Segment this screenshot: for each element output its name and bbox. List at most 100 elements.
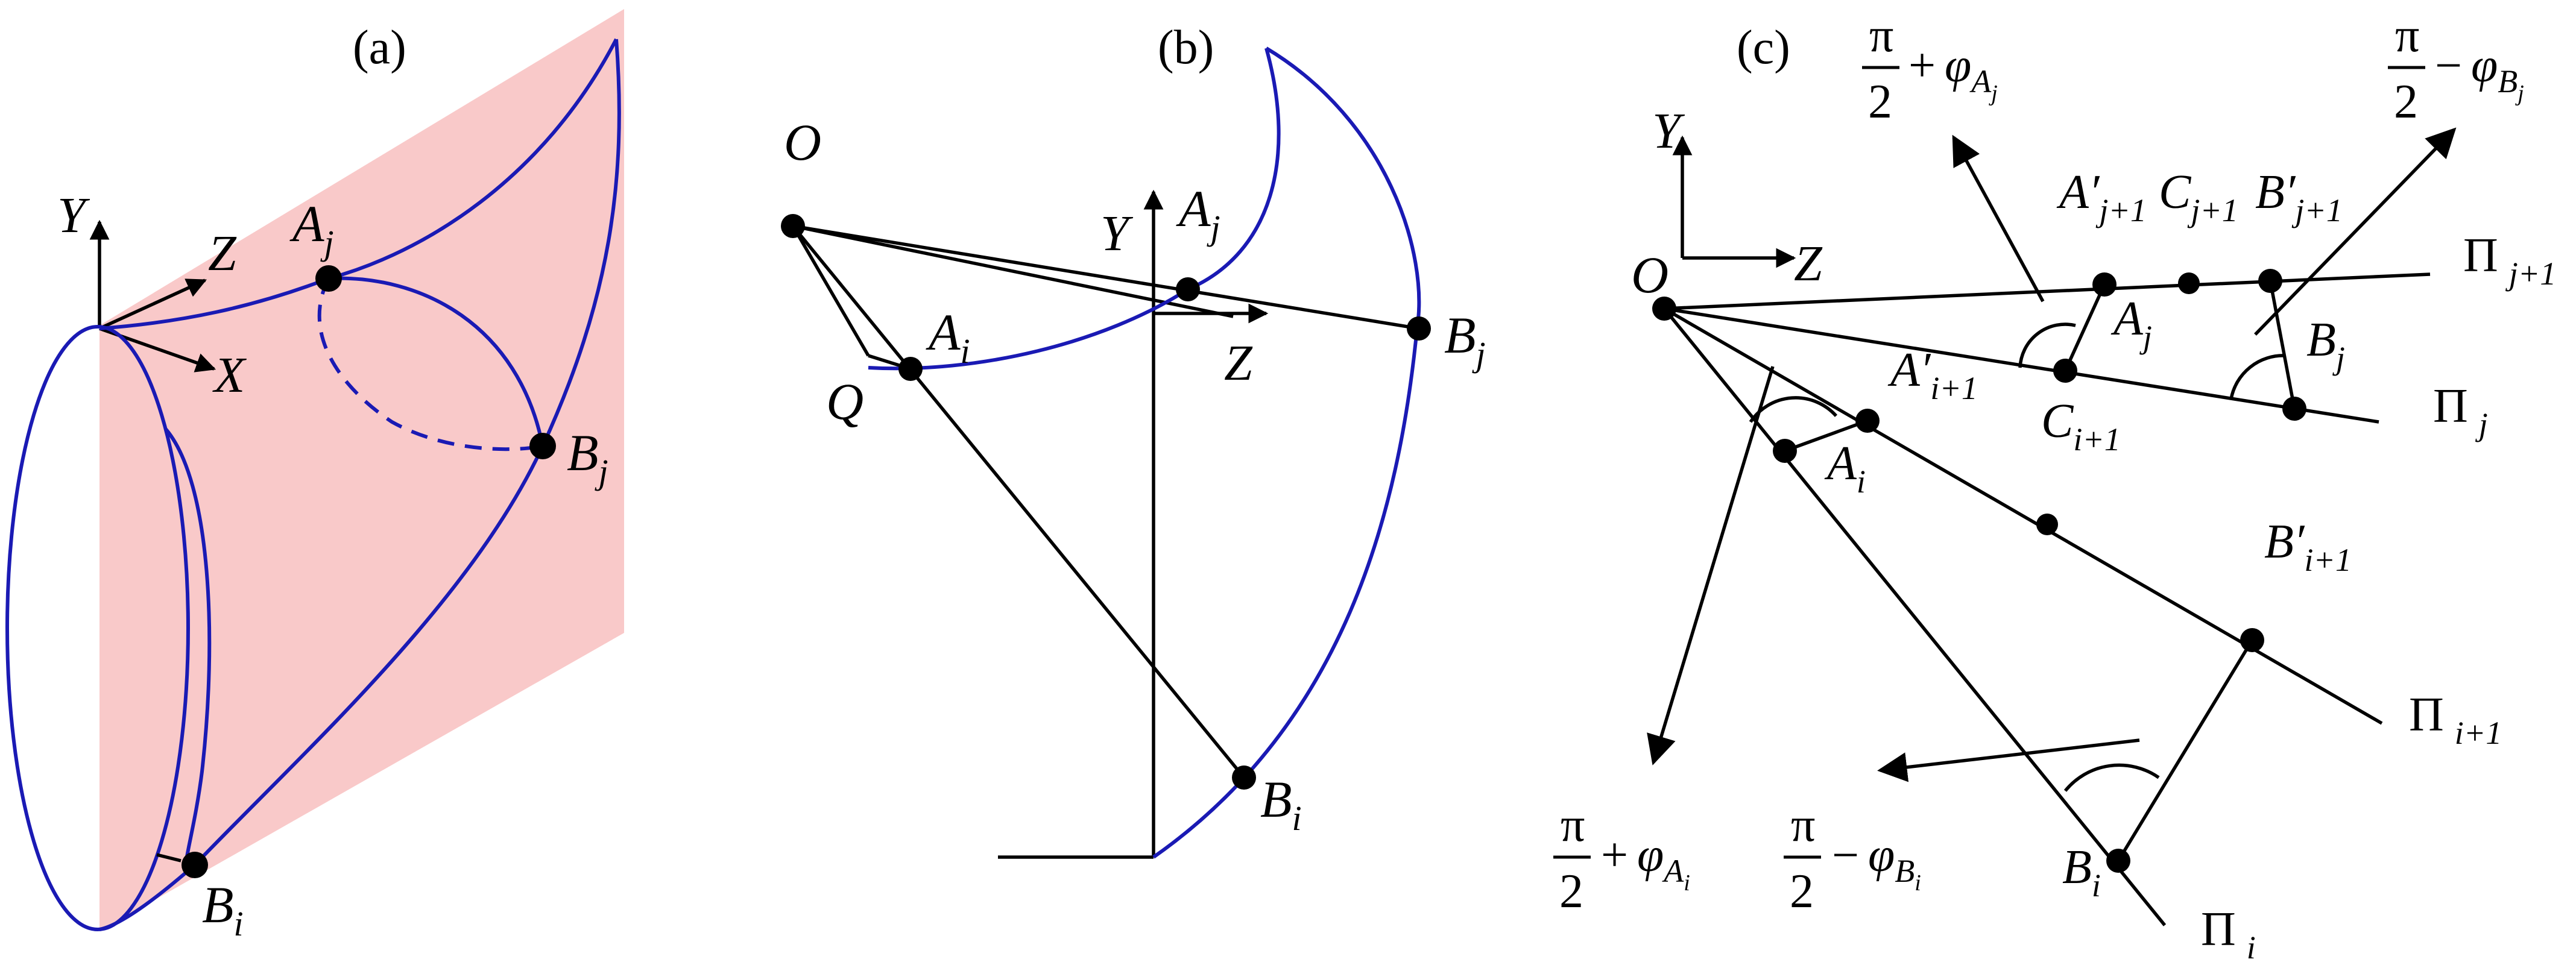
- svg-text:−: −: [1832, 829, 1859, 882]
- seg-aj-ci1: [2063, 283, 2106, 372]
- svg-text:2: 2: [2394, 75, 2418, 128]
- label-bp-j1: B′j+1: [2255, 166, 2343, 228]
- angle-label-bottom-left: π 2 + φAi: [1553, 799, 1690, 918]
- label-bi: Bi: [1260, 770, 1302, 838]
- svg-text:π: π: [1561, 799, 1585, 852]
- label-c-i1: Ci+1: [2041, 395, 2121, 457]
- angle-label-top-left: π 2 + φAj: [1862, 9, 1998, 128]
- label-ap-j1: A′j+1: [2056, 166, 2147, 228]
- svg-text:2: 2: [1559, 865, 1583, 918]
- line-o-bj: [792, 224, 1419, 330]
- label-ai: Ai: [1824, 437, 1866, 500]
- upper-curve: [99, 38, 618, 330]
- seg-bj: [2268, 280, 2296, 409]
- label-aj: Aj: [2110, 292, 2152, 355]
- label-bj: Bj: [1444, 306, 1486, 374]
- line-o-z: [792, 224, 1234, 318]
- point-bi: [2106, 849, 2130, 873]
- label-bp-i1: B′i+1: [2264, 515, 2352, 578]
- point-api1: [1855, 409, 1880, 433]
- svg-text:φBj: φBj: [2471, 39, 2524, 106]
- axis-label-z: Z: [208, 225, 237, 281]
- point-ai: [898, 357, 923, 381]
- axis-label-x: X: [212, 347, 247, 403]
- svg-text:π: π: [2395, 9, 2419, 62]
- arrow-aj: [1952, 134, 2045, 303]
- label-o: O: [784, 113, 821, 171]
- label-c-j1: Cj+1: [2159, 166, 2238, 228]
- point-bj: [1407, 316, 1431, 341]
- plane-pi-i1: [1663, 307, 2383, 725]
- axis-label-y: Y: [1100, 206, 1134, 262]
- axis-label-z: Z: [1224, 335, 1253, 391]
- label-aj: Aj: [289, 195, 334, 262]
- axis-label-z: Z: [1794, 236, 1823, 292]
- panel-label-b: (b): [1158, 21, 1214, 74]
- svg-text:+: +: [1908, 39, 1936, 92]
- svg-text:2: 2: [1790, 865, 1814, 918]
- line-o-q: [791, 225, 870, 357]
- angle-arc-aj: [2018, 322, 2076, 368]
- point-aj: [2092, 272, 2117, 297]
- arrow-ai: [1647, 366, 1775, 766]
- line-o-bi: [791, 225, 1246, 779]
- point-o: [1652, 297, 1676, 321]
- label-bi: Bi: [202, 876, 244, 943]
- plane-pi-j1: [1664, 272, 2431, 310]
- point-bj: [2282, 397, 2306, 421]
- panel-label-a: (a): [353, 21, 406, 74]
- svg-text:−: −: [2435, 39, 2462, 92]
- base-ellipse: [5, 325, 190, 931]
- point-bi: [182, 852, 208, 878]
- axis-label-y: Y: [57, 187, 90, 244]
- right-curve: [99, 39, 621, 931]
- seg-bi: [2117, 639, 2254, 862]
- panel-b: (b) Y Z O Q Ai Aj Bj Bi: [781, 21, 1486, 859]
- svg-text:φBi: φBi: [1868, 829, 1921, 896]
- aj-bj-dashed: [317, 277, 543, 451]
- label-aj: Aj: [1176, 180, 1220, 247]
- panel-c: (c) Y Z O A′j+1 Cj+1 B′j+1 Aj Bj A′i+1 C…: [1553, 9, 2556, 962]
- axis-z: [98, 278, 207, 330]
- point-mid: [2036, 514, 2058, 535]
- axis-label-y: Y: [1652, 103, 1685, 159]
- panel-a: (a) Y Z X Aj Bj Bi: [5, 9, 624, 943]
- plane-fill: [99, 9, 624, 931]
- point-bpj1: [2258, 269, 2282, 293]
- point-bpi1: [2240, 628, 2264, 652]
- angle-label-top-right: π 2 − φBj: [2388, 9, 2524, 128]
- plane-pi-i: [1662, 307, 2167, 926]
- point-bi: [1232, 766, 1256, 790]
- angle-arc-bj: [2229, 354, 2286, 400]
- point-aj: [1176, 277, 1200, 301]
- point-o: [781, 214, 805, 238]
- label-bi: Bi: [2062, 841, 2101, 904]
- panel-label-c: (c): [1737, 21, 1790, 74]
- label-ap-i1: A′i+1: [1887, 344, 1978, 406]
- label-bj: Bj: [567, 424, 608, 491]
- svg-text:+: +: [1601, 829, 1628, 882]
- arrow-bi: [1877, 738, 2140, 782]
- angle-label-bottom-right: π 2 − φBi: [1784, 799, 1921, 918]
- point-cj1: [2178, 272, 2200, 294]
- seg-ai: [1784, 419, 1868, 453]
- angle-arc-bi: [2063, 763, 2160, 792]
- point-bj: [529, 433, 556, 459]
- bi-tick: [156, 853, 182, 863]
- arrow-bj: [2254, 127, 2457, 336]
- point-ci1: [2053, 359, 2077, 383]
- angle-arc-ai: [1749, 396, 1838, 423]
- label-q: Q: [826, 373, 863, 430]
- label-bj: Bj: [2306, 313, 2345, 376]
- point-aj: [315, 265, 342, 292]
- crescent-outer: [1152, 46, 1421, 859]
- svg-text:2: 2: [1868, 75, 1892, 128]
- label-ai: Ai: [926, 303, 970, 371]
- svg-text:π: π: [1869, 9, 1893, 62]
- point-ai: [1773, 439, 1797, 463]
